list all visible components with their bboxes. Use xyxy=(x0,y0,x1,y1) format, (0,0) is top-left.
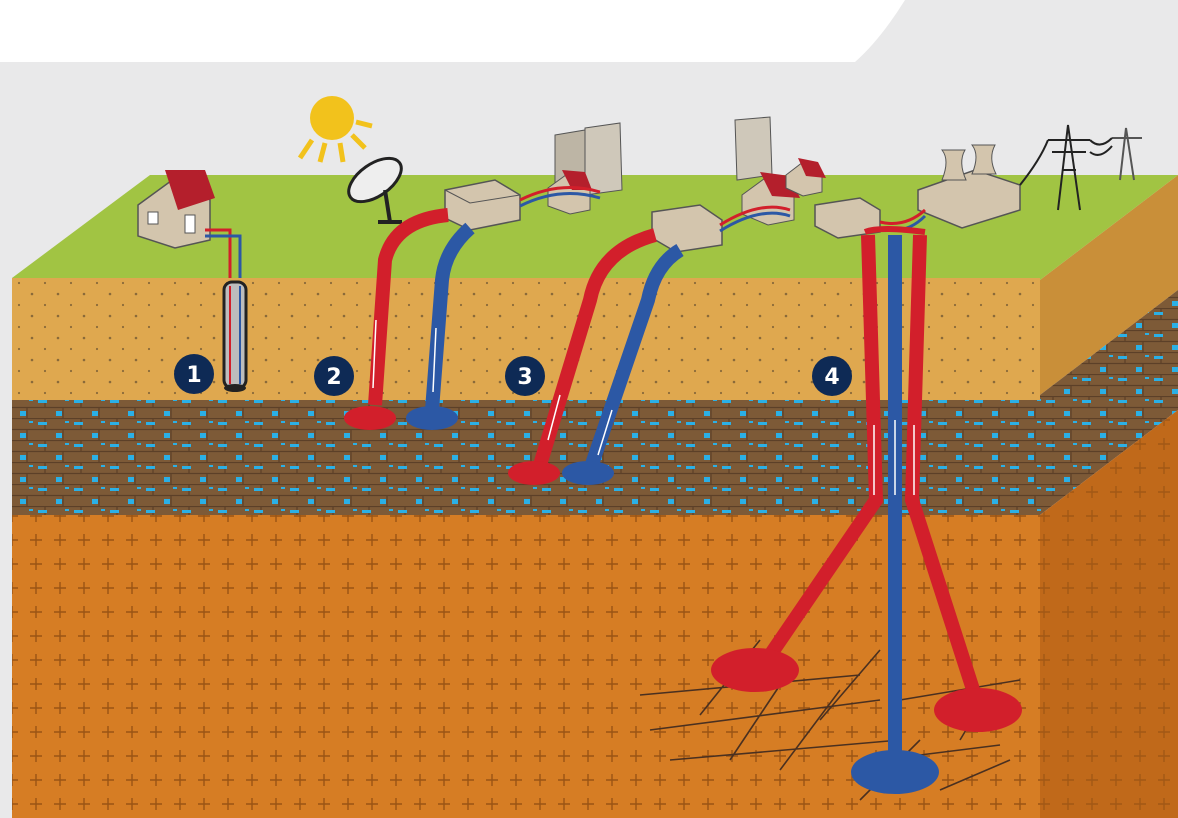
marker-badge-1: 1 xyxy=(174,354,214,394)
aquifer-side-face xyxy=(1040,290,1178,515)
power-pylon-icon xyxy=(1019,124,1142,211)
cold-reservoir-4 xyxy=(851,750,939,794)
aquifer-layer xyxy=(12,400,1040,515)
hot-pipe-2 xyxy=(368,208,449,406)
sun-icon xyxy=(297,96,373,163)
heat-exchanger-box-icon xyxy=(444,179,521,231)
satellite-dish-icon xyxy=(347,156,403,224)
hot-reservoir-4-right xyxy=(934,688,1022,732)
power-plant-icon xyxy=(917,144,1021,229)
borehole-heat-probe xyxy=(222,280,248,392)
cold-pipe-2 xyxy=(425,222,475,411)
marker-badge-3: 3 xyxy=(505,356,545,396)
production-well-right xyxy=(904,234,985,708)
house-icon xyxy=(137,170,215,249)
marker-label-2: 2 xyxy=(326,365,341,390)
heat-exchanger-box-icon xyxy=(651,204,723,253)
marker-badge-4: 4 xyxy=(812,356,852,396)
hot-reservoir-4-left xyxy=(711,648,799,692)
cold-pipe-3 xyxy=(583,243,684,473)
hot-pipe-3 xyxy=(533,228,657,468)
marker-label-1: 1 xyxy=(186,363,201,388)
cold-reservoir-2 xyxy=(406,406,458,430)
sand-side-face xyxy=(1040,175,1178,395)
marker-badge-2: 2 xyxy=(314,356,354,396)
hot-reservoir-2 xyxy=(344,406,396,430)
marker-label-4: 4 xyxy=(824,365,839,390)
marker-label-3: 3 xyxy=(517,365,532,390)
production-well-left xyxy=(754,234,884,674)
hot-reservoir-3 xyxy=(508,461,560,485)
cold-reservoir-3 xyxy=(562,461,614,485)
grass-surface xyxy=(12,175,1178,280)
